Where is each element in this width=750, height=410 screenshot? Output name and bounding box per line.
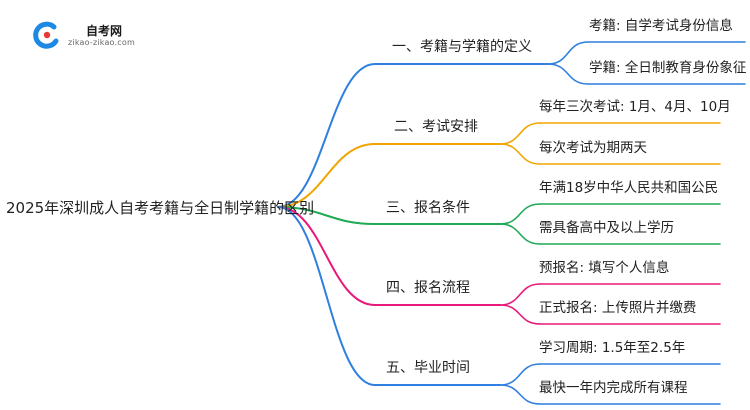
leaf-2-1: 每年三次考试: 1月、4月、10月 (539, 99, 731, 115)
branch-5-label: 五、毕业时间 (386, 360, 470, 376)
leaf-4-2-connector (499, 304, 541, 325)
logo-title: 自考网 (86, 24, 123, 38)
leaf-3-1-connector (499, 203, 541, 225)
leaf-5-1-connector (499, 363, 541, 386)
branch-1-connector (277, 63, 376, 208)
leaf-5-2-connector (499, 384, 541, 405)
branch-5-connector (277, 206, 376, 386)
root-topic: 2025年深圳成人自考考籍与全日制学籍的区别 (6, 199, 315, 217)
leaf-1-2-connector (547, 63, 589, 85)
branch-4-connector (277, 206, 376, 306)
logo-url: zikao-zikao.com (68, 38, 135, 47)
leaf-4-2: 正式报名: 上传照片并缴费 (539, 300, 697, 316)
leaf-5-2: 最快一年内完成所有课程 (539, 380, 688, 396)
leaf-2-1-connector (499, 122, 541, 145)
leaf-2-2: 每次考试为期两天 (539, 140, 647, 156)
branch-2-connector (277, 143, 376, 208)
leaf-4-1-connector (499, 283, 541, 306)
branch-4-label: 四、报名流程 (386, 280, 470, 296)
branch-3-label: 三、报名条件 (386, 200, 470, 216)
leaf-5-1: 学习周期: 1.5年至2.5年 (539, 340, 686, 356)
leaf-3-2: 需具备高中及以上学历 (539, 220, 674, 236)
leaf-1-1: 考籍: 自学考试身份信息 (589, 18, 733, 34)
branch-1-label: 一、考籍与学籍的定义 (392, 39, 532, 55)
leaf-3-2-connector (499, 223, 541, 245)
branch-3-connector (277, 206, 376, 225)
branch-2-label: 二、考试安排 (394, 119, 478, 135)
leaf-1-1-connector (547, 41, 589, 65)
site-logo: 自考网 zikao-zikao.com (32, 18, 152, 52)
leaf-2-2-connector (499, 143, 541, 165)
leaf-4-1: 预报名: 填写个人信息 (539, 260, 670, 276)
logo-c-icon (33, 21, 59, 49)
leaf-3-1: 年满18岁中华人民共和国公民 (539, 180, 719, 196)
leaf-1-2: 学籍: 全日制教育身份象征 (589, 60, 747, 76)
